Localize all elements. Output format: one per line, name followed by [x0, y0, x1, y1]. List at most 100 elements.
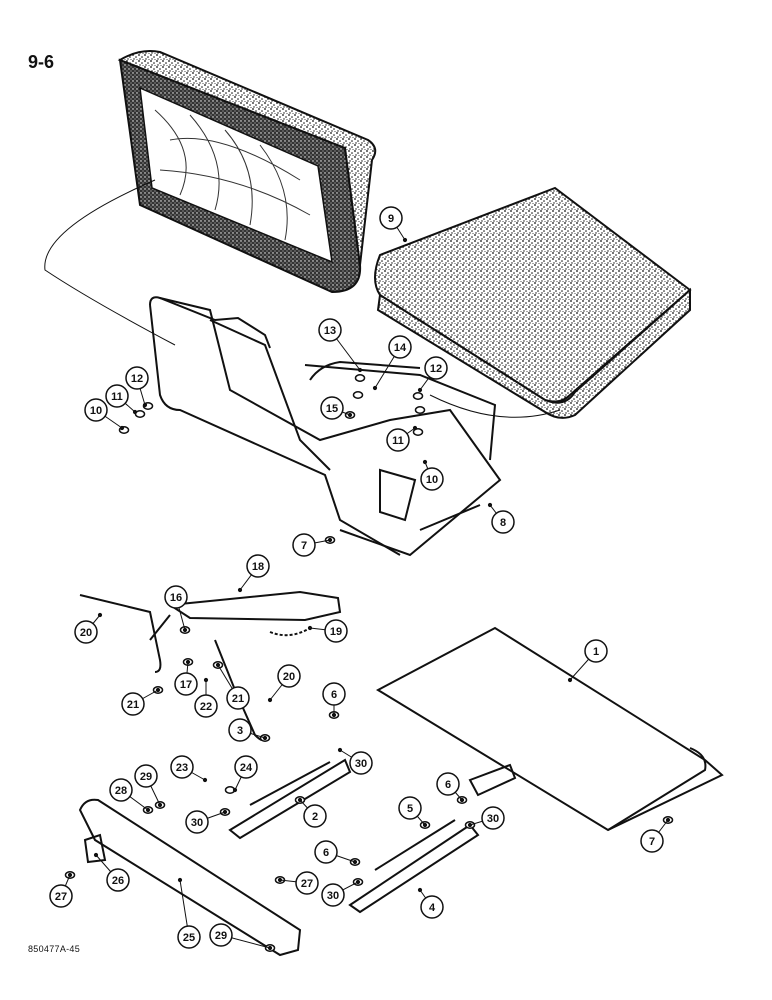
leader-tip: [267, 945, 273, 951]
leader-tip: [327, 537, 333, 543]
seat-back-cushion: [117, 50, 377, 294]
callout-number: 27: [301, 878, 313, 890]
leader-tip: [267, 697, 273, 703]
callout-20: 20: [277, 664, 301, 688]
leader-tip: [487, 502, 493, 508]
callout-number: 18: [252, 561, 264, 573]
callout-circle: [292, 533, 316, 557]
callout-29: 29: [134, 764, 158, 788]
hardware-piece: [352, 391, 364, 399]
callout-number: 20: [80, 627, 92, 639]
leader-tip: [67, 872, 73, 878]
callout-23: 23: [170, 755, 194, 779]
callout-number: 30: [327, 890, 339, 902]
callout-circle: [640, 829, 664, 853]
leader-tip: [237, 587, 243, 593]
callout-number: 19: [330, 626, 342, 638]
slide-rails: [228, 758, 480, 914]
leader-tip: [422, 822, 428, 828]
callout-circle: [420, 467, 444, 491]
callout-17: 17: [174, 672, 198, 696]
callout-number: 15: [326, 403, 338, 415]
callout-number: 6: [331, 689, 337, 701]
callout-3: 3: [228, 718, 252, 742]
leader-tip: [355, 879, 361, 885]
callout-circle: [420, 895, 444, 919]
callout-number: 6: [445, 779, 451, 791]
callout-number: 12: [131, 373, 143, 385]
callout-26: 26: [106, 868, 130, 892]
callout-circle: [185, 810, 209, 834]
callout-circle: [164, 585, 188, 609]
callout-circle: [481, 806, 505, 830]
callout-30: 30: [349, 751, 373, 775]
leader-tip: [331, 712, 337, 718]
leader-tip: [402, 237, 408, 243]
callout-circle: [246, 554, 270, 578]
callout-number: 7: [649, 836, 655, 848]
callout-circle: [174, 672, 198, 696]
callout-30: 30: [481, 806, 505, 830]
callout-circle: [314, 840, 338, 864]
leader-tip: [232, 787, 238, 793]
callout-circle: [209, 923, 233, 947]
callout-number: 23: [176, 762, 188, 774]
pedal-linkage: [79, 590, 342, 741]
callout-number: 10: [90, 405, 102, 417]
callout-circle: [121, 692, 145, 716]
callout-circle: [84, 398, 108, 422]
callout-circle: [109, 778, 133, 802]
callout-number: 2: [312, 811, 318, 823]
hardware: [64, 374, 674, 952]
callout-number: 29: [140, 771, 152, 783]
leader-tip: [352, 859, 358, 865]
callout-number: 4: [429, 902, 436, 914]
callout-circle: [320, 396, 344, 420]
leader-tip: [347, 412, 353, 418]
callout-number: 30: [191, 817, 203, 829]
callout-circle: [106, 868, 130, 892]
leader-tip: [177, 877, 183, 883]
callout-number: 13: [324, 325, 336, 337]
leader-tip: [155, 687, 161, 693]
callout-circle: [170, 755, 194, 779]
callout-number: 6: [323, 847, 329, 859]
callout-7: 7: [640, 829, 664, 853]
leader-tip: [93, 852, 99, 858]
callout-6: 6: [436, 772, 460, 796]
leader-tip: [202, 777, 208, 783]
leader-tip: [142, 402, 148, 408]
callout-circle: [228, 718, 252, 742]
callout-27: 27: [49, 884, 73, 908]
callout-number: 21: [232, 693, 244, 705]
leader-tip: [132, 409, 138, 415]
callout-circle: [398, 796, 422, 820]
callout-circle: [234, 755, 258, 779]
callout-10: 10: [84, 398, 108, 422]
callout-circle: [388, 335, 412, 359]
callout-circle: [322, 682, 346, 706]
callout-6: 6: [314, 840, 338, 864]
leader-tip: [97, 612, 103, 618]
seat-bottom-cushion: [374, 186, 692, 419]
callout-6: 6: [322, 682, 346, 706]
leader-tip: [185, 659, 191, 665]
callout-circle: [226, 686, 250, 710]
callout-21: 21: [226, 686, 250, 710]
callout-21: 21: [121, 692, 145, 716]
callout-circle: [105, 384, 129, 408]
callout-circle: [295, 871, 319, 895]
callout-4: 4: [420, 895, 444, 919]
callout-8: 8: [491, 510, 515, 534]
callout-number: 11: [111, 391, 123, 403]
callout-number: 28: [115, 785, 127, 797]
callout-circle: [436, 772, 460, 796]
callout-circle: [177, 925, 201, 949]
callout-number: 25: [183, 932, 195, 944]
callout-circle: [491, 510, 515, 534]
callout-28: 28: [109, 778, 133, 802]
callout-number: 1: [593, 646, 599, 658]
callout-30: 30: [321, 883, 345, 907]
